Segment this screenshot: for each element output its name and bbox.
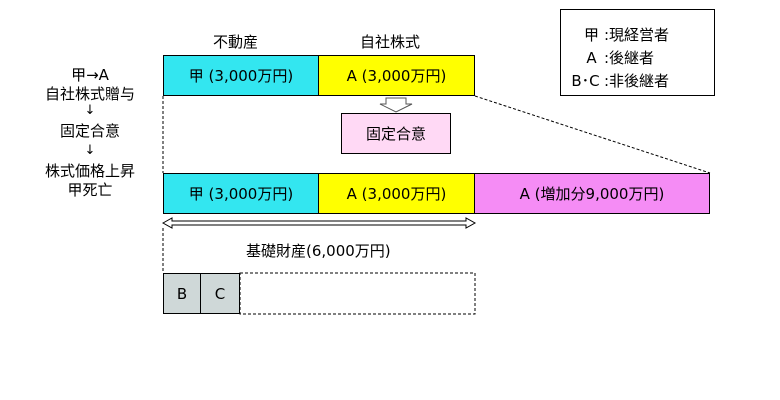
step-arrow-2: ↓ [84, 143, 96, 158]
down-arrow-icon [379, 97, 413, 113]
legend-a-key: A [586, 49, 597, 67]
heir-b-box: B [163, 273, 201, 314]
legend-a-desc: :後継者 [604, 49, 655, 67]
legend-box: 甲 :現経営者 A :後継者 B･C:非後継者 [560, 9, 715, 96]
heir-remaining-outline [239, 272, 476, 315]
legend-kou-key: 甲 [583, 26, 599, 44]
step-gift-line1: 甲→A [71, 66, 109, 84]
bottom-increase-box: A (増加分9,000万円) [474, 173, 710, 214]
bottom-a-box: A (3,000万円) [318, 173, 475, 214]
top-kou-box: 甲 (3,000万円) [163, 55, 319, 96]
step-gift-line2: 自社株式贈与 [44, 85, 135, 103]
step-rise-line2: 甲死亡 [67, 181, 113, 199]
step-rise-line1: 株式価格上昇 [44, 162, 135, 180]
legend-bc-key: B･C [571, 72, 600, 90]
step-arrow-1: ↓ [84, 103, 96, 118]
legend-kou-desc: :現経営者 [604, 26, 670, 44]
right-dashed-connector [474, 95, 711, 174]
bottom-kou-box: 甲 (3,000万円) [163, 173, 319, 214]
header-company-stock: 自社株式 [360, 33, 421, 51]
step-agreement: 固定合意 [59, 122, 120, 140]
header-real-estate: 不動産 [213, 33, 259, 51]
steps-column: 甲→A 自社株式贈与 ↓ 固定合意 ↓ 株式価格上昇 甲死亡 [10, 64, 170, 199]
base-assets-label: 基礎財産(6,000万円) [246, 242, 391, 260]
heir-c-box: C [200, 273, 240, 314]
double-arrow-icon [161, 217, 477, 229]
agreement-box: 固定合意 [341, 113, 451, 154]
legend-bc-desc: :非後継者 [604, 72, 670, 90]
top-a-box: A (3,000万円) [318, 55, 475, 96]
